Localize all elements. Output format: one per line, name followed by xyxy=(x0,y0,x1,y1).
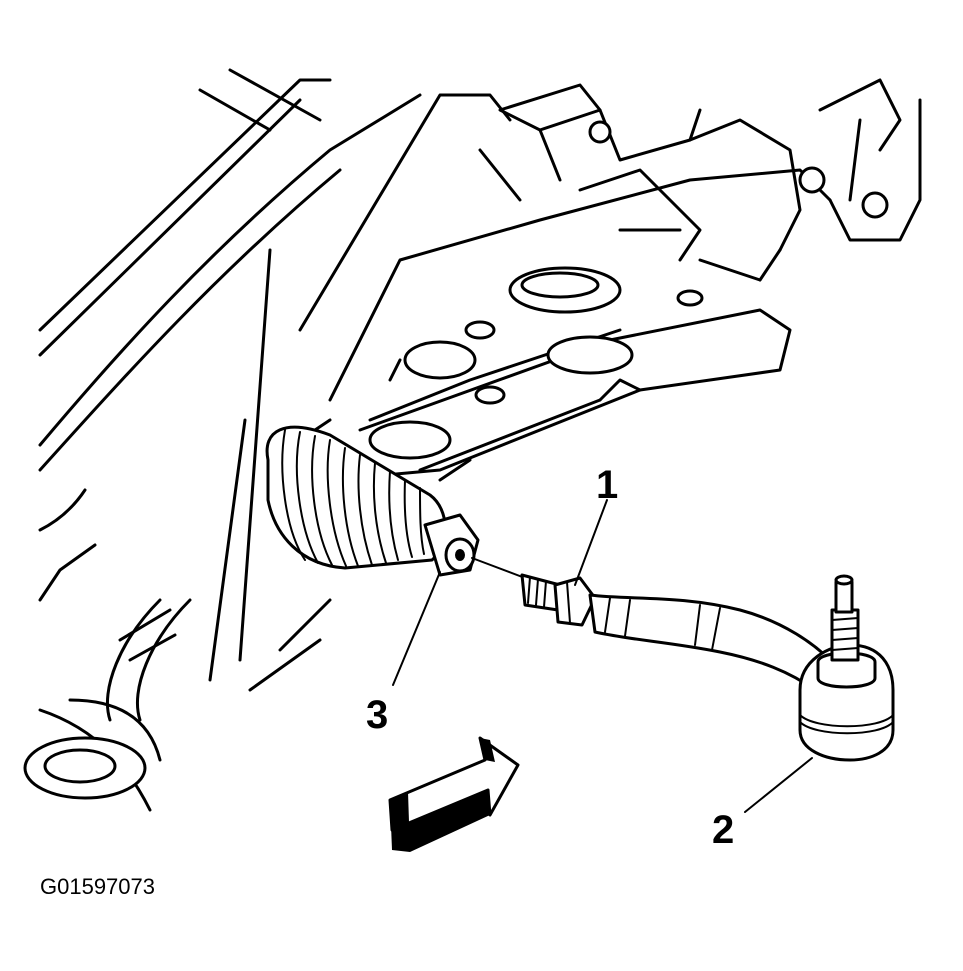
frame-rail xyxy=(23,68,422,812)
callout-2-label: 2 xyxy=(712,808,734,852)
leader-line-1 xyxy=(574,499,608,586)
crossmember xyxy=(298,78,922,482)
direction-arrow xyxy=(388,736,520,852)
outer-tie-rod-end xyxy=(471,557,895,762)
figure-id: G01597073 xyxy=(40,874,155,899)
inner-tie-rod-boot xyxy=(265,425,480,577)
leader-line-2 xyxy=(744,757,813,813)
callout-leaders xyxy=(392,499,813,813)
jam-nut xyxy=(553,576,597,627)
callout-1-label: 1 xyxy=(596,463,618,507)
callout-3-label: 3 xyxy=(366,693,388,737)
leader-line-3 xyxy=(392,571,441,686)
